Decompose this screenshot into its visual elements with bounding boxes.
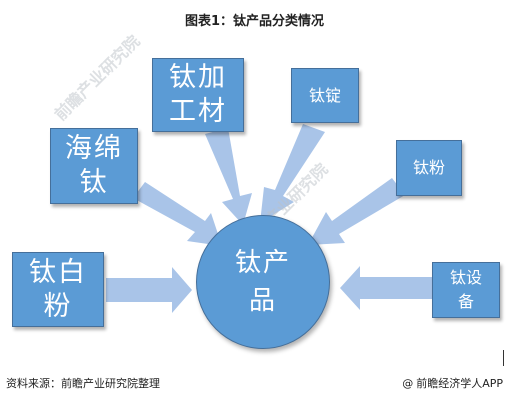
- source-note: 资料来源：前瞻产业研究院整理: [6, 377, 160, 390]
- node-sponge-titanium: 海绵 钛: [50, 128, 138, 204]
- divider-mark: [503, 350, 504, 366]
- brand-name: 前瞻经济学人APP: [416, 377, 503, 390]
- center-node-titanium-products: 钛产 品: [196, 215, 330, 349]
- arrow-from-titanium-white: [106, 267, 192, 313]
- brand-credit: @ 前瞻经济学人APP: [402, 375, 503, 391]
- node-titanium-processing: 钛加 工材: [152, 58, 244, 132]
- node-titanium-powder: 钛粉: [396, 140, 462, 196]
- arrow-from-titanium-equipment: [340, 266, 432, 310]
- chart-title: 图表1：钛产品分类情况: [184, 14, 325, 29]
- node-titanium-equipment: 钛设 备: [432, 262, 500, 318]
- arrow-from-sponge-titanium: [133, 182, 222, 246]
- node-titanium-ingot: 钛锭: [291, 68, 359, 123]
- at-icon: @: [402, 376, 414, 390]
- arrow-from-titanium-processing: [205, 128, 252, 225]
- arrow-from-titanium-powder: [308, 178, 405, 245]
- node-titanium-white: 钛白 粉: [12, 252, 104, 327]
- arrow-from-titanium-ingot: [260, 124, 325, 223]
